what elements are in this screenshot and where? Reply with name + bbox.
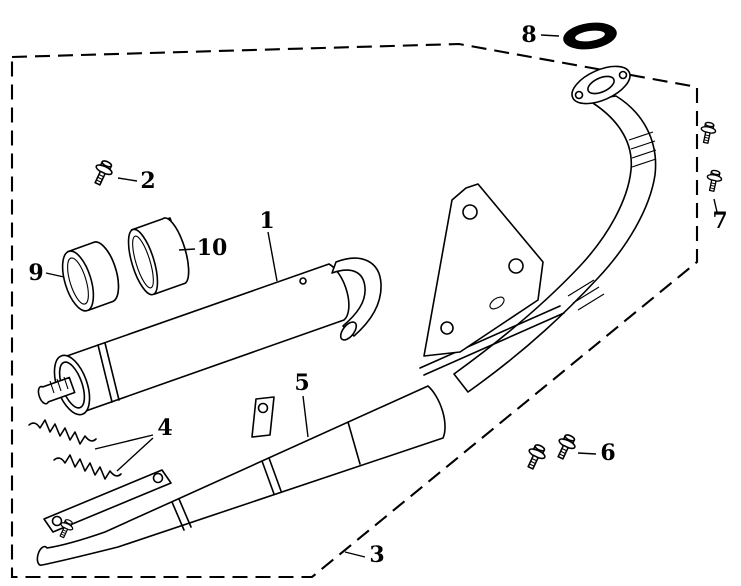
spring-lower — [53, 454, 122, 480]
callout-leader-2 — [117, 177, 138, 182]
callout-label-2: 2 — [140, 168, 155, 194]
callout-leader-10 — [178, 248, 196, 251]
stay-bracket — [43, 469, 172, 541]
exhaust-gasket — [563, 22, 617, 50]
muffler-body — [37, 257, 382, 416]
silencer-body — [36, 385, 446, 566]
callout-leader-7 — [713, 198, 718, 213]
callout-leader-3 — [344, 551, 366, 558]
callout-leaders — [45, 34, 718, 558]
hanger-tab — [251, 396, 275, 438]
callout-label-5: 5 — [294, 370, 309, 396]
callout-leader-1 — [267, 231, 278, 282]
callout-label-7: 7 — [712, 208, 727, 234]
callout-leader-4 — [94, 434, 154, 472]
flange-bolt-2 — [89, 157, 117, 189]
mount-bolt-6a — [522, 441, 550, 473]
front-clamp-ring — [61, 241, 120, 312]
pipe-weld-band-upper — [628, 131, 657, 168]
exhaust-header-pipe — [419, 95, 657, 393]
callout-leader-5 — [302, 395, 309, 438]
callout-label-10: 10 — [197, 235, 228, 261]
callout-leader-6 — [577, 452, 597, 455]
pipe-shield-seam — [419, 305, 565, 376]
mounting-springs — [28, 419, 122, 480]
exhaust-flange — [571, 65, 631, 105]
screw-7a — [697, 120, 718, 145]
pipe-weld-band-lower — [567, 279, 605, 311]
callout-label-1: 1 — [259, 208, 274, 234]
callout-label-8: 8 — [521, 22, 536, 48]
mount-bolt-6b — [552, 431, 580, 463]
muffler-outlet-stub — [37, 376, 76, 405]
callout-label-6: 6 — [600, 440, 615, 466]
heat-shield-band — [127, 217, 190, 296]
callout-label-4: 4 — [157, 415, 172, 441]
spring-upper — [28, 419, 97, 445]
callout-leader-9 — [45, 272, 65, 278]
assembly-boundary-dashed — [10, 42, 699, 579]
screw-7b — [703, 168, 724, 193]
callout-label-9: 9 — [28, 260, 43, 286]
callout-leader-8 — [540, 34, 560, 37]
callout-label-3: 3 — [369, 542, 384, 568]
mounting-bracket — [423, 183, 544, 357]
